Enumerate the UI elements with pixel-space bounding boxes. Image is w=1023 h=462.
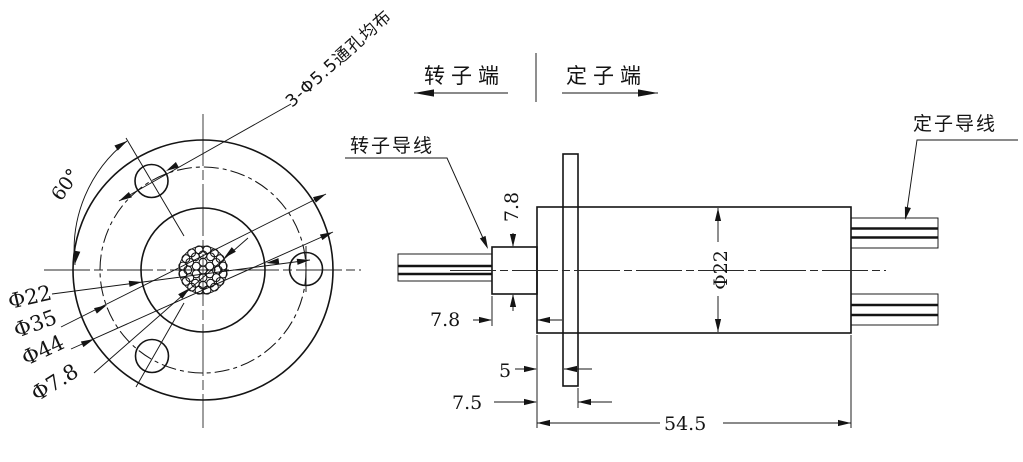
wire-circle xyxy=(187,248,197,258)
bolt-hole-bottom-left xyxy=(134,338,170,374)
label-rotor-end: 转子端 xyxy=(424,64,505,88)
arrowhead xyxy=(638,89,658,97)
arrowhead xyxy=(537,316,550,324)
arrowhead xyxy=(319,232,333,241)
wire-circle xyxy=(205,261,215,271)
leader-dia22 xyxy=(51,259,311,295)
arrowhead xyxy=(714,319,722,332)
wire-circle xyxy=(178,261,188,271)
wire-bundle-boundary xyxy=(178,245,228,295)
wire-circle xyxy=(191,261,201,271)
arrowhead xyxy=(578,398,591,406)
label-stator-end: 定子端 xyxy=(566,64,647,88)
wire-circle xyxy=(181,254,191,264)
arrowhead xyxy=(119,191,132,201)
wire-circle xyxy=(187,282,197,292)
outer-flange-circle xyxy=(72,139,334,401)
arrowhead xyxy=(74,250,81,264)
dim-step: 5 xyxy=(499,360,511,382)
bolt-hole-radial-240 xyxy=(135,302,185,388)
label-stator-wire: 定子导线 xyxy=(913,113,997,135)
wire-circle xyxy=(194,245,204,255)
dim-hub-od: 7.8 xyxy=(501,192,523,222)
dim-flange-offset: 7.5 xyxy=(452,392,482,414)
arrowhead xyxy=(714,208,722,221)
wire-circle xyxy=(181,276,191,286)
arrowhead xyxy=(80,339,94,348)
arrowhead xyxy=(296,258,310,265)
wire-circle xyxy=(209,248,219,258)
angle-dimension-arc xyxy=(73,140,128,266)
arrowhead xyxy=(537,419,550,427)
arrowhead xyxy=(166,161,179,171)
arrowhead xyxy=(94,305,107,314)
label-angle-60: 60° xyxy=(47,165,84,205)
mounting-flange xyxy=(562,153,579,387)
arrowhead xyxy=(509,234,517,247)
arrowhead xyxy=(524,365,537,373)
arrowhead xyxy=(178,288,190,299)
inner-body-circle xyxy=(140,207,266,333)
arrowhead xyxy=(313,194,326,203)
dim-hub-length: 7.8 xyxy=(430,309,460,331)
leader-dia35 xyxy=(60,193,327,328)
dim-body-length: 54.5 xyxy=(664,413,706,435)
arrowhead xyxy=(564,365,577,373)
wire-circle xyxy=(218,261,228,271)
stator-wire-leader xyxy=(905,139,1018,218)
side-view: 7.8 7.8 5 7.5 54.5 Φ22 转子端 定子端 转子导线 定子导线 xyxy=(345,53,1018,435)
arrowhead xyxy=(224,247,236,258)
bolt-hole-radial-120 xyxy=(125,137,185,237)
front-view: Φ22 Φ35 Φ44 Φ7.8 60° 3-Φ5.5通孔均布 xyxy=(6,6,396,428)
arrowhead xyxy=(838,419,851,427)
bolt-hole-top-left xyxy=(134,163,169,199)
label-rotor-wire: 转子导线 xyxy=(350,135,434,157)
arrowhead xyxy=(479,235,488,249)
rotor-wire-bundle xyxy=(397,253,493,282)
wire-circle xyxy=(215,276,225,286)
arrowhead xyxy=(509,294,517,307)
rotor-wire-leader xyxy=(345,157,488,248)
arrowhead xyxy=(524,398,537,406)
arrowhead xyxy=(266,258,280,265)
leader-dia44 xyxy=(70,231,334,350)
leader-dia7-8 xyxy=(93,237,249,374)
arrowhead xyxy=(904,206,911,220)
arrowhead xyxy=(479,316,492,324)
arrowheads xyxy=(74,89,911,427)
main-body xyxy=(536,206,852,334)
arrowhead xyxy=(114,141,127,151)
arrowhead xyxy=(128,280,142,287)
label-holes-note: 3-Φ5.5通孔均布 xyxy=(282,6,396,111)
arrowhead xyxy=(414,89,434,97)
stator-wire-bundle-lower xyxy=(850,293,939,326)
stator-wire-bundle-upper xyxy=(850,217,939,249)
leader-holes-note xyxy=(118,103,292,202)
dim-body-od: Φ22 xyxy=(710,250,732,290)
